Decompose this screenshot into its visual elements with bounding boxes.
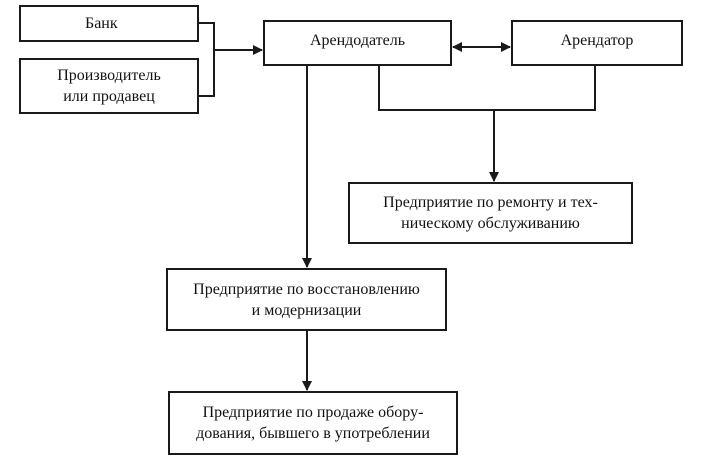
- lessee-label: Арендатор: [560, 32, 634, 49]
- restoration-box: Предприятие по восстановлению и модерниз…: [166, 268, 447, 331]
- sale-box: Предприятие по продаже обору- дования, б…: [168, 391, 458, 455]
- producer-connector: [199, 50, 215, 97]
- bank-box: Банк: [19, 5, 199, 42]
- lessee-box: Арендатор: [511, 20, 683, 66]
- sale-label: Предприятие по продаже обору- дования, б…: [196, 404, 430, 442]
- repair-box: Предприятие по ремонту и тех- ническому …: [348, 182, 633, 244]
- producer-box: Производитель или продавец: [19, 58, 199, 114]
- producer-label: Производитель или продавец: [57, 67, 161, 105]
- lessor-label: Арендодатель: [309, 32, 406, 49]
- bank-label: Банк: [85, 15, 118, 32]
- restoration-label: Предприятие по восстановлению и модерниз…: [193, 280, 420, 319]
- lessor-lessee-to-repair-bracket: [378, 66, 596, 111]
- bank-connector: [199, 22, 215, 50]
- repair-label: Предприятие по ремонту и тех- ническому …: [383, 194, 598, 232]
- lessor-box: Арендодатель: [263, 20, 452, 66]
